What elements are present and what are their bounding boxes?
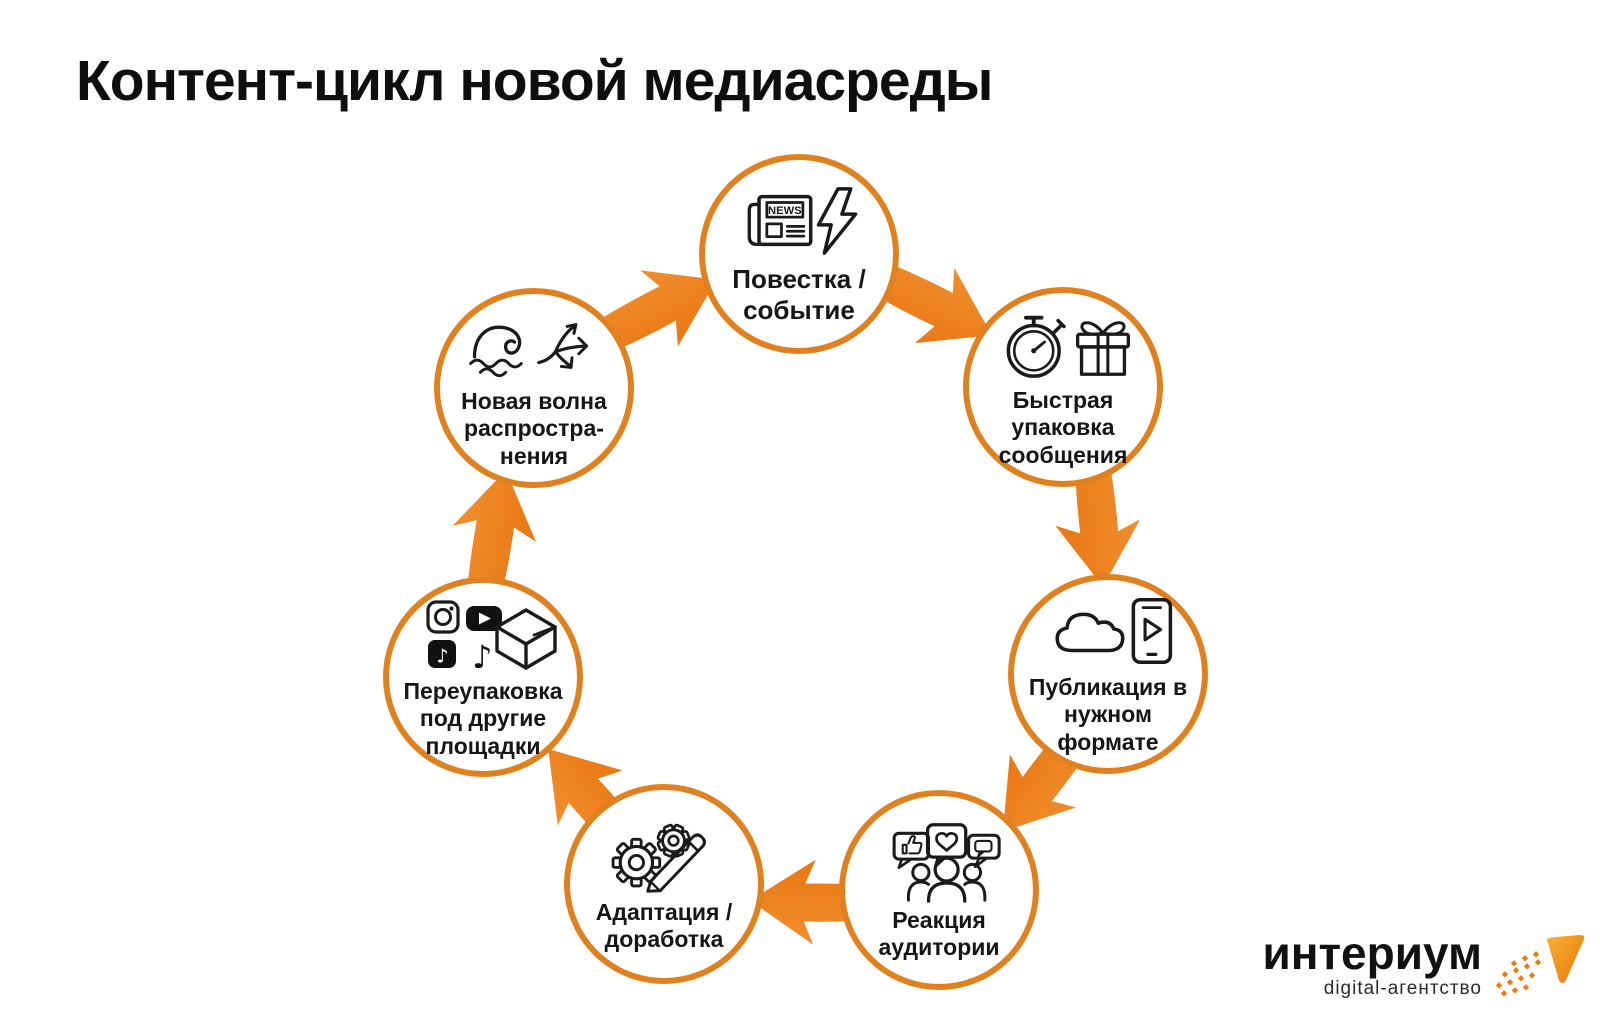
node-label: Реакция аудитории [878, 906, 1000, 960]
gift-icon [1075, 321, 1130, 377]
node-fast-packaging: Быстрая упаковка сообщения [963, 287, 1163, 487]
node-label: Переупаковка под другие площадки [403, 678, 563, 759]
node-agenda-event: NEWS Повестка / событие [699, 154, 899, 354]
node-audience-reaction: Реакция аудитории [839, 790, 1039, 990]
node-label: Адаптация / доработка [595, 898, 733, 952]
stopwatch-icon [1006, 316, 1066, 379]
node-adaptation-icons [611, 823, 706, 893]
audience-people-icon [906, 856, 987, 903]
node-repackaging: ♪ ♪ Переупаковка под другие площадки [383, 577, 583, 777]
node-new-wave-icons [469, 323, 589, 378]
agency-logo-mark [1495, 934, 1585, 997]
svg-text:♪: ♪ [436, 646, 448, 668]
pencil-icon [646, 833, 706, 893]
node-label: Быстрая упаковка сообщения [998, 387, 1128, 468]
tiktok-note-icon: ♪ [472, 638, 492, 674]
node-agenda-event-icons: NEWS [747, 187, 858, 256]
wave-icon [469, 325, 523, 378]
node-label: Публикация в нужном формате [1028, 674, 1188, 755]
node-fast-packaging-icons [1006, 316, 1130, 379]
node-new-wave: Новая волна распростра- нения [434, 288, 634, 488]
svg-text:NEWS: NEWS [768, 206, 802, 218]
svg-text:♪: ♪ [472, 638, 492, 674]
spread-arrows-icon [537, 323, 589, 370]
node-label: Новая волна распростра- нения [461, 388, 607, 469]
tiktok-square-icon: ♪ [427, 640, 456, 669]
node-repackaging-icons: ♪ ♪ [425, 600, 557, 674]
lightning-icon [816, 187, 858, 256]
logo-dots [1495, 951, 1542, 997]
agency-logo: интериум digital-агентство [1262, 925, 1588, 1005]
youtube-icon [465, 606, 502, 632]
newspaper-news-icon: NEWS [747, 195, 813, 247]
node-adaptation: Адаптация / доработка [564, 784, 764, 984]
node-publication-format-icons [1055, 598, 1173, 665]
chat-bubble-icon [967, 833, 1001, 868]
cloud-icon [1055, 612, 1125, 653]
agency-tagline: digital-агентство [1323, 978, 1482, 999]
agency-logo-text: интериум digital-агентство [1262, 930, 1482, 1000]
node-audience-reaction-icons [892, 822, 1001, 903]
node-label: Повестка / событие [732, 264, 866, 325]
gears-icon [611, 823, 691, 888]
agency-name: интериум [1262, 927, 1482, 979]
instagram-icon [425, 600, 460, 634]
smartphone-play-icon [1131, 598, 1173, 665]
heart-bubble-icon [925, 822, 968, 868]
parcel-box-icon [494, 608, 557, 671]
logo-triangle-icon [1547, 934, 1585, 984]
thumbs-up-bubble-icon [892, 831, 931, 869]
node-publication-format: Публикация в нужном формате [1008, 574, 1208, 774]
page-title: Контент-цикл новой медиасреды [76, 49, 993, 113]
